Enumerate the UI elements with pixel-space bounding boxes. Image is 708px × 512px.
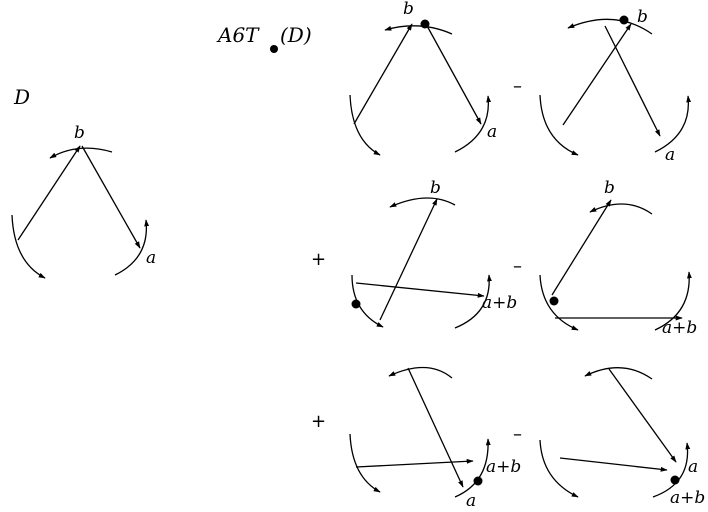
boundary-arc-left: [11, 214, 46, 279]
plus-operator: +: [311, 249, 326, 270]
term-2-left: [351, 197, 492, 329]
boundary-arc-left: [349, 433, 381, 493]
boundary-arc-left: [539, 439, 579, 498]
boundary-arc-top: [384, 25, 453, 35]
boundary-arc-right: [454, 438, 491, 498]
boundary-arc-right: [454, 95, 492, 153]
boundary-arc-top: [49, 147, 113, 159]
chord-a: [407, 367, 464, 488]
term-3-right-label-a-plus-b: a+b: [670, 488, 705, 508]
chord-b: [353, 23, 413, 125]
boundary-arc-left: [351, 274, 384, 328]
boundary-arc-right: [654, 271, 692, 331]
boundary-arc-top: [388, 366, 453, 379]
term-2-left-label-a-plus-b: a+b: [482, 293, 517, 313]
term-1-left: [349, 23, 492, 156]
term-2-right: [539, 199, 692, 331]
boundary-arc-left: [539, 94, 579, 156]
marked-point: [351, 299, 361, 309]
boundary-arc-top: [567, 18, 653, 35]
chord-a-plus-b: [355, 282, 485, 298]
chord-a-plus-b: [355, 458, 474, 468]
transform-title: A6T (D): [216, 23, 312, 53]
term-1-left-label-b: b: [403, 0, 414, 19]
boundary-arc-right: [114, 219, 150, 276]
chord-a: [608, 368, 677, 463]
diagram-D: [11, 145, 150, 279]
minus-operator: –: [513, 424, 522, 445]
boundary-arc-right: [652, 442, 691, 498]
plus-operator: +: [311, 411, 326, 432]
marked-point: [619, 15, 629, 25]
marked-point: [670, 475, 680, 485]
term-3-left-label-a-plus-b: a+b: [486, 457, 521, 477]
marked-point: [473, 476, 483, 486]
boundary-arc-right: [654, 95, 692, 153]
chord-b: [379, 198, 438, 321]
term-1-right-label-b: b: [637, 7, 648, 27]
term-3-left: [349, 366, 491, 498]
chord-b: [551, 199, 612, 296]
chord-a: [425, 23, 482, 125]
chord-a-plus-b: [559, 457, 668, 472]
marked-point: [549, 296, 559, 306]
label-b: b: [74, 123, 85, 143]
label-a: a: [146, 248, 156, 268]
term-1-left-label-a: a: [487, 122, 497, 142]
term-2-right-label-a-plus-b: a+b: [662, 318, 697, 338]
chord-a: [81, 145, 141, 249]
chord-b: [17, 145, 81, 241]
chord-b: [562, 23, 632, 126]
boundary-arc-top: [584, 367, 653, 380]
transform-dot: [270, 45, 278, 53]
term-3-right: [539, 367, 691, 498]
term-1-right-label-a: a: [665, 145, 675, 165]
term-3-left-label-a: a: [466, 491, 476, 511]
boundary-arc-top: [589, 203, 653, 215]
term-2-right-label-b: b: [604, 178, 615, 198]
marked-point: [420, 19, 430, 29]
term-3-right-label-a: a: [688, 457, 698, 477]
term-1-right: [539, 18, 692, 156]
boundary-arc-left: [539, 274, 579, 331]
minus-operator: –: [513, 256, 522, 277]
chord-a: [604, 25, 661, 137]
boundary-arc-top: [389, 197, 456, 208]
transform-argument: (D): [280, 23, 312, 47]
boundary-arc-left: [349, 94, 381, 156]
diagram-D-title: D: [13, 85, 30, 109]
transform-name: A6T: [216, 23, 260, 47]
term-2-left-label-b: b: [430, 178, 441, 198]
minus-operator: –: [513, 76, 522, 97]
boundary-arc-right: [454, 274, 492, 329]
